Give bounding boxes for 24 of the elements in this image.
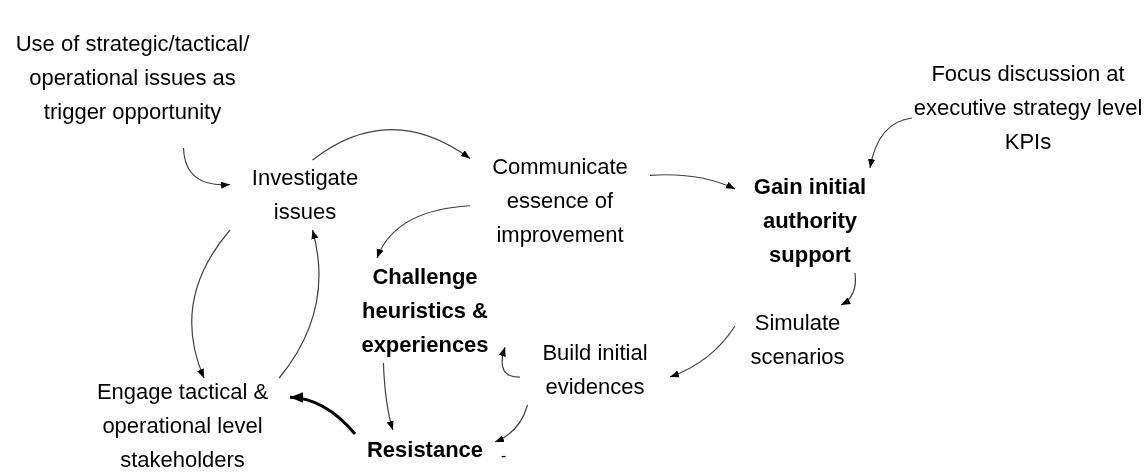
sign-mark: - xyxy=(501,446,507,466)
arrow xyxy=(868,117,913,169)
arrow xyxy=(376,205,471,259)
step-label: Simulate scenarios xyxy=(735,305,860,375)
arrow xyxy=(494,404,529,443)
arrow xyxy=(182,147,231,189)
step-label: Resistance xyxy=(355,430,495,470)
step-label: Gain initial authority support xyxy=(735,168,885,273)
arrow xyxy=(840,272,857,306)
arrow xyxy=(382,362,394,431)
step-label: Communicate essence of improvement xyxy=(470,148,650,253)
step-label: Build initial evidences xyxy=(520,335,670,405)
step-label: Investigate issues xyxy=(230,160,380,230)
arrow xyxy=(289,392,357,435)
step-label: Challenge heuristics & experiences xyxy=(345,258,505,363)
step-label: Focus discussion at executive strategy level KPIs xyxy=(912,55,1144,160)
arrow xyxy=(278,229,320,379)
step-label: Engage tactical & operational level stakeholders xyxy=(75,378,290,474)
step-label: Use of strategic/tactical/ operational issues as trigger opportunity xyxy=(5,8,260,148)
arrow xyxy=(311,129,471,161)
arrow xyxy=(191,229,231,379)
arrow xyxy=(649,174,736,190)
arrow xyxy=(669,325,736,378)
arrow xyxy=(499,346,521,378)
